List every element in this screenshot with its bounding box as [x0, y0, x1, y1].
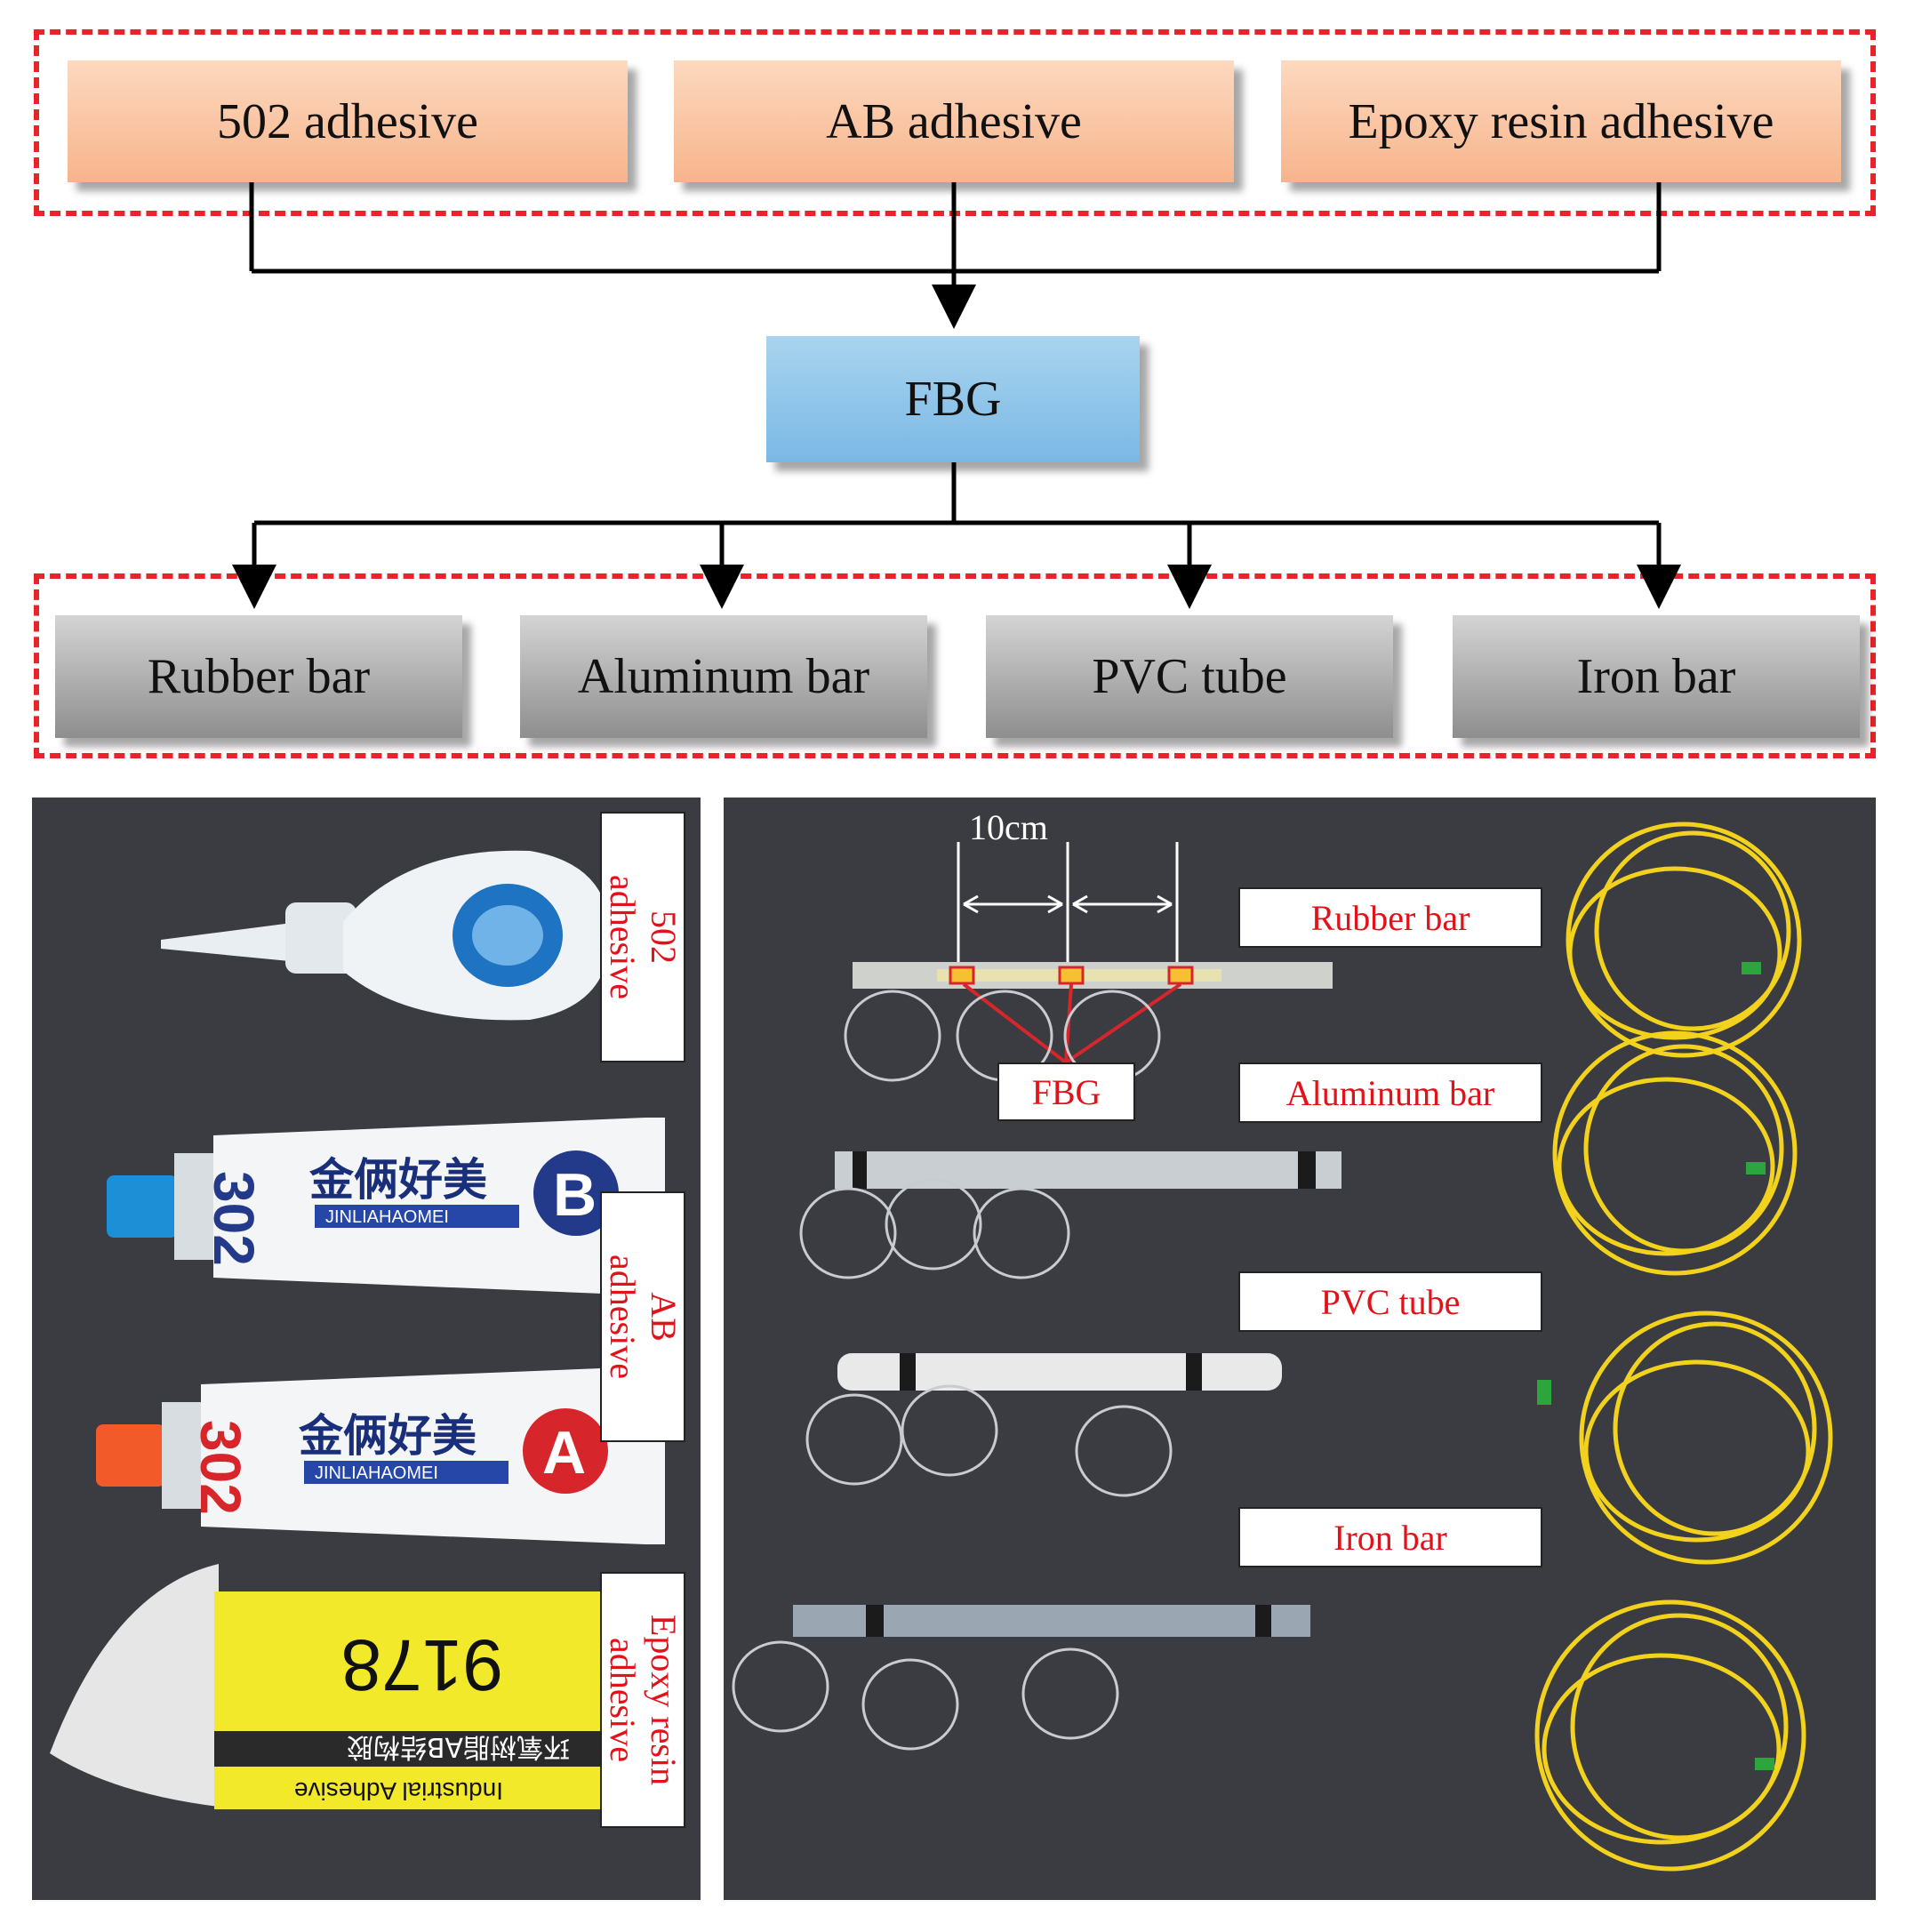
photo-label-pvc-tube: PVC tube — [1238, 1271, 1542, 1332]
material-box-rubber: Rubber bar — [55, 615, 462, 738]
tube-b-latin: JINLIAHAOMEI — [325, 1207, 449, 1227]
adhesives-photo: 302 金俩好美 JINLIAHAOMEI B 302 金俩好美 JINLIAH… — [32, 798, 701, 1900]
spacing-dimension-lines — [957, 842, 1179, 962]
tube-b-letter: B — [553, 1161, 597, 1229]
pvc-tube-image — [837, 1353, 1282, 1391]
tube-a-number: 302 — [188, 1420, 252, 1515]
tube-a-latin: JINLIAHAOMEI — [315, 1463, 438, 1483]
material-box-aluminum: Aluminum bar — [520, 615, 927, 738]
specimens-photo: 10cm — [724, 798, 1876, 1900]
adhesive-products-illustration: 302 金俩好美 JINLIAHAOMEI B 302 金俩好美 JINLIAH… — [50, 850, 665, 1809]
tube-a-brand: 金俩好美 — [299, 1410, 476, 1462]
bottle-502-image — [161, 850, 610, 1021]
tube-b-image: 302 金俩好美 JINLIAHAOMEI B — [107, 1118, 665, 1295]
adhesive-box-502: 502 adhesive — [68, 60, 628, 182]
specimens-illustration — [732, 822, 1833, 1872]
tube-b-number: 302 — [202, 1171, 266, 1266]
material-group-box — [34, 573, 1876, 758]
fbg-box: FBG — [766, 336, 1140, 462]
photo-label-fbg: FBG — [997, 1062, 1135, 1121]
epoxy-cartridge-image: 9178 环氧树脂AB结构胶 Industrial Adhesive — [50, 1564, 623, 1809]
fiber-loops — [732, 990, 1173, 1751]
rubber-bar-image — [853, 962, 1333, 989]
photo-label-rubber-bar: Rubber bar — [1238, 887, 1542, 948]
iron-bar-image — [793, 1605, 1310, 1637]
material-box-pvc: PVC tube — [986, 615, 1393, 738]
spacing-label: 10cm — [969, 807, 1048, 847]
epoxy-cn-name: 环氧树脂AB结构胶 — [347, 1731, 570, 1762]
fiber-connectors — [1537, 962, 1774, 1770]
photo-label-aluminum-bar: Aluminum bar — [1238, 1062, 1542, 1123]
flow-connectors — [232, 182, 1681, 609]
adhesive-box-ab: AB adhesive — [674, 60, 1234, 182]
tube-b-brand: 金俩好美 — [309, 1154, 487, 1206]
tube-a-letter: A — [542, 1419, 586, 1487]
epoxy-code: 9178 — [341, 1624, 503, 1705]
fbg-pointer-lines — [962, 982, 1182, 1064]
epoxy-en-name: Industrial Adhesive — [294, 1777, 503, 1805]
material-box-iron: Iron bar — [1453, 615, 1860, 738]
photo-label-iron-bar: Iron bar — [1238, 1507, 1542, 1567]
tube-a-image: 302 金俩好美 JINLIAHAOMEI A — [96, 1367, 665, 1544]
aluminum-bar-image — [835, 1151, 1341, 1189]
fiber-coils — [1534, 822, 1833, 1872]
adhesive-box-epoxy: Epoxy resin adhesive — [1281, 60, 1841, 182]
